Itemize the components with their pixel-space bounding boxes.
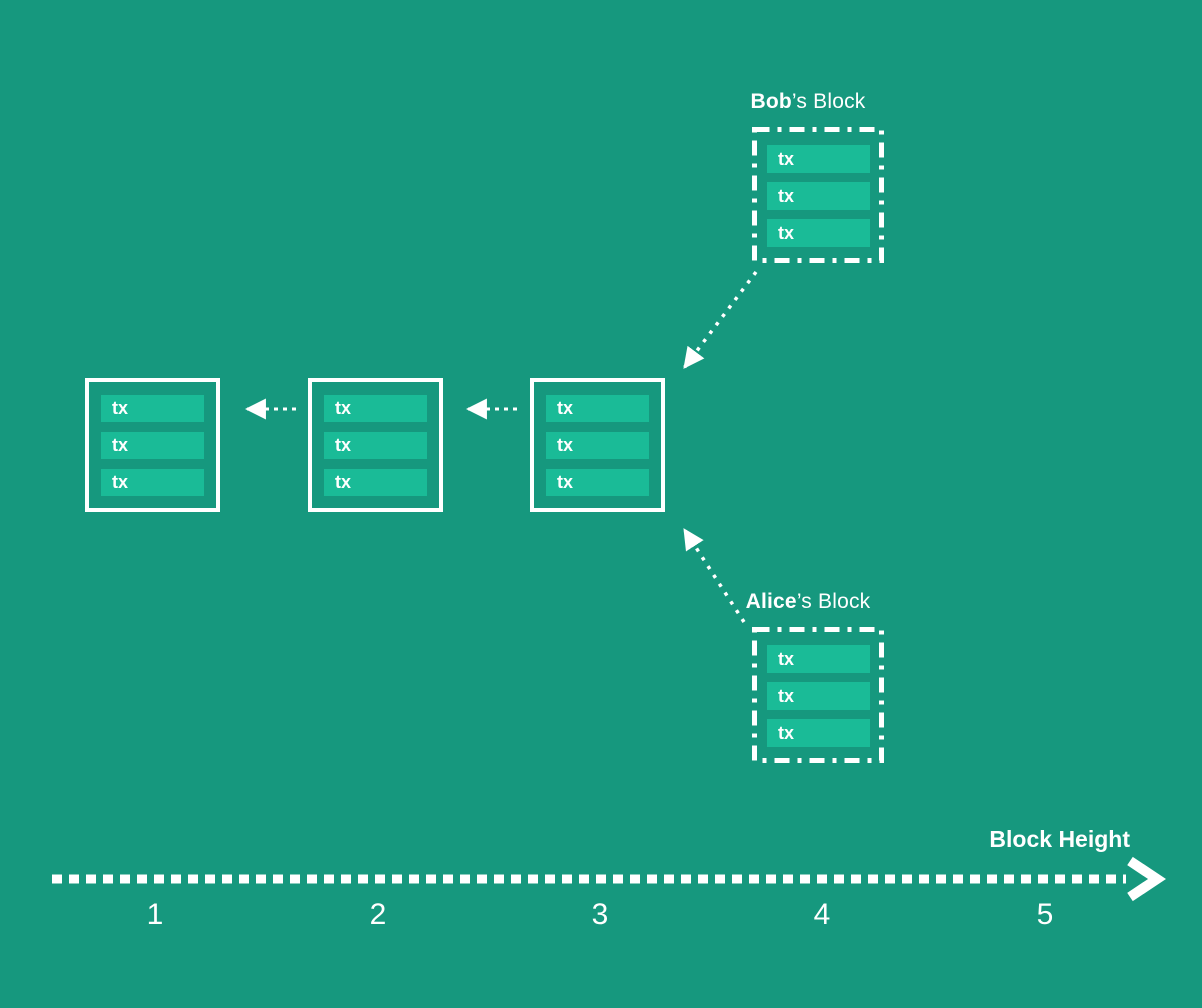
tx-row: tx — [324, 432, 427, 459]
tx-row: tx — [101, 432, 204, 459]
axis-arrowhead-icon — [1127, 856, 1167, 902]
tx-row: tx — [324, 469, 427, 496]
tx-row: tx — [324, 395, 427, 422]
axis-tick-2: 2 — [369, 898, 387, 931]
tx-row: tx — [546, 469, 649, 496]
tx-row: tx — [767, 182, 870, 210]
alice-block-label: Alice’s Block — [708, 590, 908, 614]
bob-pointer-arrow — [682, 270, 758, 370]
tx-row: tx — [101, 395, 204, 422]
bob-label-suffix: ’s Block — [791, 90, 866, 113]
tx-row: tx — [767, 719, 870, 747]
tx-row: tx — [546, 432, 649, 459]
axis-tick-5: 5 — [1036, 898, 1054, 931]
bob-block: tx tx tx — [752, 127, 884, 263]
chain-block-height-3: tx tx tx — [530, 378, 665, 512]
tx-row: tx — [767, 645, 870, 673]
tx-row: tx — [101, 469, 204, 496]
tx-row: tx — [767, 145, 870, 173]
chain-block-height-2: tx tx tx — [308, 378, 443, 512]
tx-row: tx — [546, 395, 649, 422]
bob-block-label: Bob’s Block — [708, 90, 908, 114]
alice-block: tx tx tx — [752, 627, 884, 763]
axis-tick-4: 4 — [813, 898, 831, 931]
alice-name: Alice — [745, 590, 797, 613]
bob-name: Bob — [750, 90, 792, 113]
alice-label-suffix: ’s Block — [796, 590, 871, 613]
tx-row: tx — [767, 682, 870, 710]
axis-tick-3: 3 — [591, 898, 609, 931]
axis-title: Block Height — [989, 826, 1130, 852]
tx-row: tx — [767, 219, 870, 247]
chain-block-height-1: tx tx tx — [85, 378, 220, 512]
axis-tick-1: 1 — [146, 898, 164, 931]
